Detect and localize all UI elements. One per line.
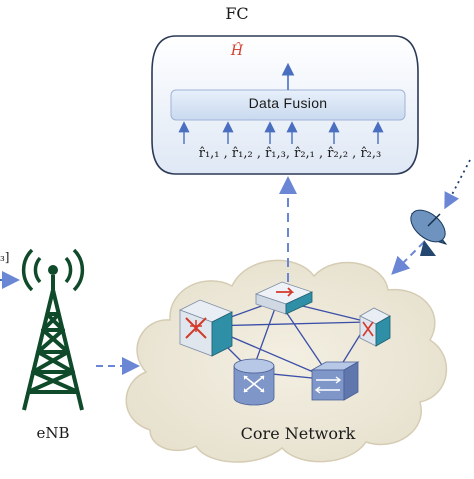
fusion-inputs-label: r̂₁,₁ , r̂₁,₂ , r̂₁,₃, r̂₂,₁ , r̂₂,₂ , r… [198, 146, 382, 161]
router-icon [233, 358, 275, 406]
data-fusion-label: Data Fusion [248, 95, 328, 111]
dashed-link-satellite-to-core [391, 241, 425, 275]
satellite-dish-icon [410, 209, 448, 256]
enb-label: eNB [36, 424, 70, 442]
input-arrows [178, 121, 384, 144]
edge-fragment-label: ₃] [0, 250, 10, 264]
switch-icon [310, 361, 360, 401]
top-router-icon [254, 281, 314, 315]
core-network-label: Core Network [240, 424, 356, 443]
cube-switch-left-icon [179, 299, 233, 357]
fusion-output-label: Ĥ [230, 43, 244, 59]
cube-switch-right-icon [359, 307, 391, 347]
dotted-link-satellite-in [444, 159, 471, 210]
fc-title: FC [225, 4, 249, 23]
cell-tower-icon [21, 248, 85, 411]
